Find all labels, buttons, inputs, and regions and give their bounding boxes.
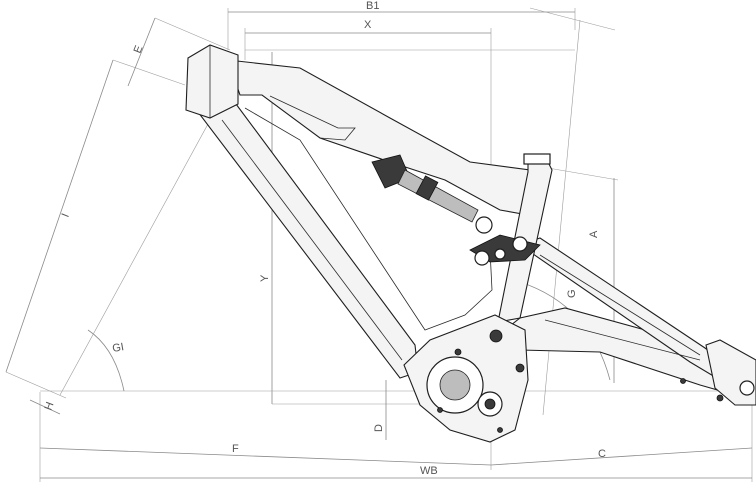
label-c: C: [598, 448, 606, 460]
bottom-bracket-inner: [439, 369, 471, 401]
label-e: E: [132, 44, 146, 55]
seat-collar: [523, 153, 551, 165]
seatstay-detail-line: [539, 254, 701, 356]
label-wb: WB: [420, 465, 438, 477]
dim-arc-gi: [87, 329, 125, 392]
motor-bolt-3: [497, 427, 503, 433]
label-h: H: [43, 400, 57, 412]
rocker-pivot-3: [494, 248, 506, 260]
frame-drawing: [185, 44, 756, 443]
label-f: F: [232, 443, 239, 455]
label-i: I: [60, 212, 72, 219]
motor-bolt-4: [515, 363, 525, 373]
top-tube-brace: [269, 95, 356, 141]
shock-lower-mount: [475, 216, 493, 234]
label-y: Y: [259, 274, 271, 282]
label-a: A: [588, 230, 600, 238]
main-pivot-axle: [484, 398, 496, 410]
seat-tube-axis: [542, 19, 581, 416]
dropout-bolt: [716, 394, 724, 402]
seat-axis-top-ext: [529, 7, 616, 31]
head-angle-axis: [59, 79, 233, 396]
dimension-lines: [5, 7, 756, 482]
label-x: X: [364, 19, 372, 31]
dim-line-f: [39, 447, 492, 466]
dim-line-h: [29, 399, 61, 415]
dimension-labels: B1 X E I Y A G GI H D F C WB: [43, 0, 606, 477]
chainstay-detail-line: [544, 319, 701, 361]
motor-bolt-2: [437, 407, 443, 413]
top-tube: [227, 59, 531, 216]
label-g: G: [566, 289, 578, 298]
ext-line-i-top: [112, 59, 186, 86]
ext-line-a-top: [547, 167, 619, 181]
rocker-pivot-2: [512, 236, 528, 252]
rocker-pivot-1: [474, 250, 490, 266]
dim-line-e: [127, 17, 156, 87]
frame-inner-line: [244, 107, 493, 331]
head-tube: [185, 44, 239, 119]
shock-shaft: [397, 169, 479, 223]
chainstay-bolt: [680, 378, 686, 384]
label-d: D: [373, 424, 385, 432]
shock-reservoir: [415, 175, 439, 201]
down-tube-detail-line: [221, 119, 403, 361]
ext-line-i-bottom: [5, 371, 67, 399]
dim-line-c: [490, 447, 753, 466]
motor-bolt-1: [454, 348, 462, 356]
label-b1: B1: [366, 0, 379, 12]
ext-line-e: [154, 17, 231, 51]
label-gi: GI: [111, 341, 125, 355]
rear-axle: [739, 380, 755, 396]
lower-link-bolt: [489, 329, 503, 343]
dim-line-i: [5, 59, 114, 373]
